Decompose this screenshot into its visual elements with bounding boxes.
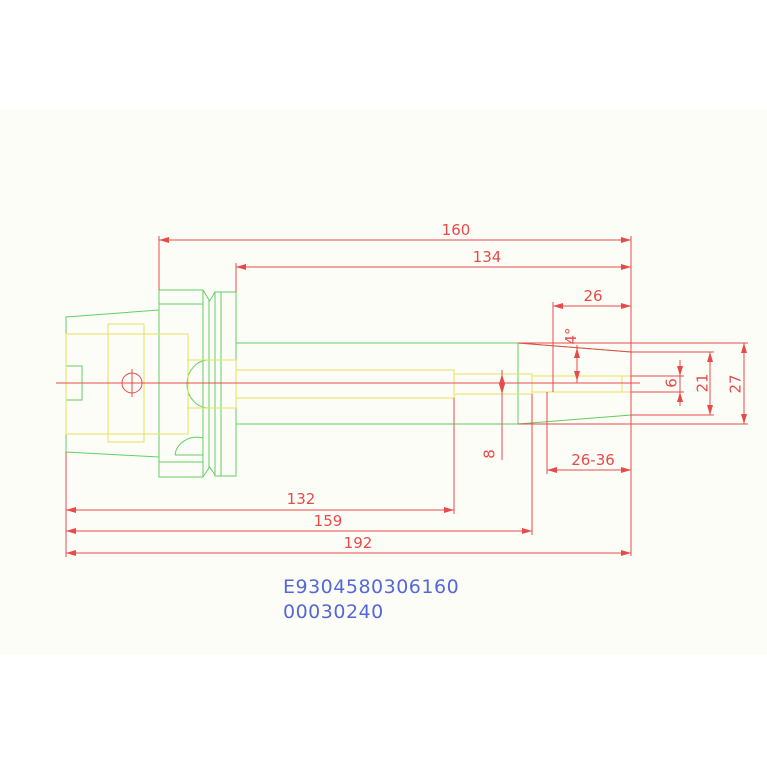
arrow-icon [66,507,76,513]
arrow-icon [236,264,246,270]
part-code-line2: 00030240 [283,601,384,623]
arrow-icon [499,374,505,384]
arrow-icon [677,392,683,402]
arrow-icon [159,237,169,243]
arrow-icon [741,343,747,353]
dim-27-label: 27 [727,374,745,393]
drive-slot [186,359,210,409]
arrow-icon [621,303,631,309]
flange-groove [208,465,216,476]
arrow-icon [677,366,683,376]
dim-21-label: 21 [694,373,712,392]
arrow-icon [499,384,505,394]
angle-label: 4° [562,327,580,344]
arrow-icon [621,550,631,556]
drive-slot-lower [174,436,204,456]
arrow-icon [707,352,713,362]
arrow-icon [621,237,631,243]
dimension-lines [65,236,748,557]
dim-192-label: 192 [344,534,373,552]
arrow-icon [574,348,580,358]
arrow-icon [547,467,557,473]
dim-134-label: 134 [473,248,502,266]
arrow-icon [621,264,631,270]
dim-159-label: 159 [314,512,343,530]
arrow-icon [707,405,713,415]
angle-ref-line [517,342,632,353]
arrow-icon [66,550,76,556]
dim-132-label: 132 [287,490,316,508]
arrow-icon [741,414,747,424]
flange-groove [202,289,210,478]
dim-160-label: 160 [442,221,471,239]
dim-6-label: 6 [663,378,681,388]
hidden-lines [65,323,632,443]
flange-groove [208,291,216,303]
part-code-line1: E9304580306160 [283,576,459,598]
arrow-icon [66,528,76,534]
dim-26-36-label: 26-36 [571,451,615,469]
dim-8-label: 8 [481,449,499,459]
arrow-icon [522,528,532,534]
arrow-icon [621,467,631,473]
arrow-icon [574,371,580,381]
dim-26-label: 26 [583,287,602,305]
arrow-icon [444,507,454,513]
arrow-icon [553,303,563,309]
